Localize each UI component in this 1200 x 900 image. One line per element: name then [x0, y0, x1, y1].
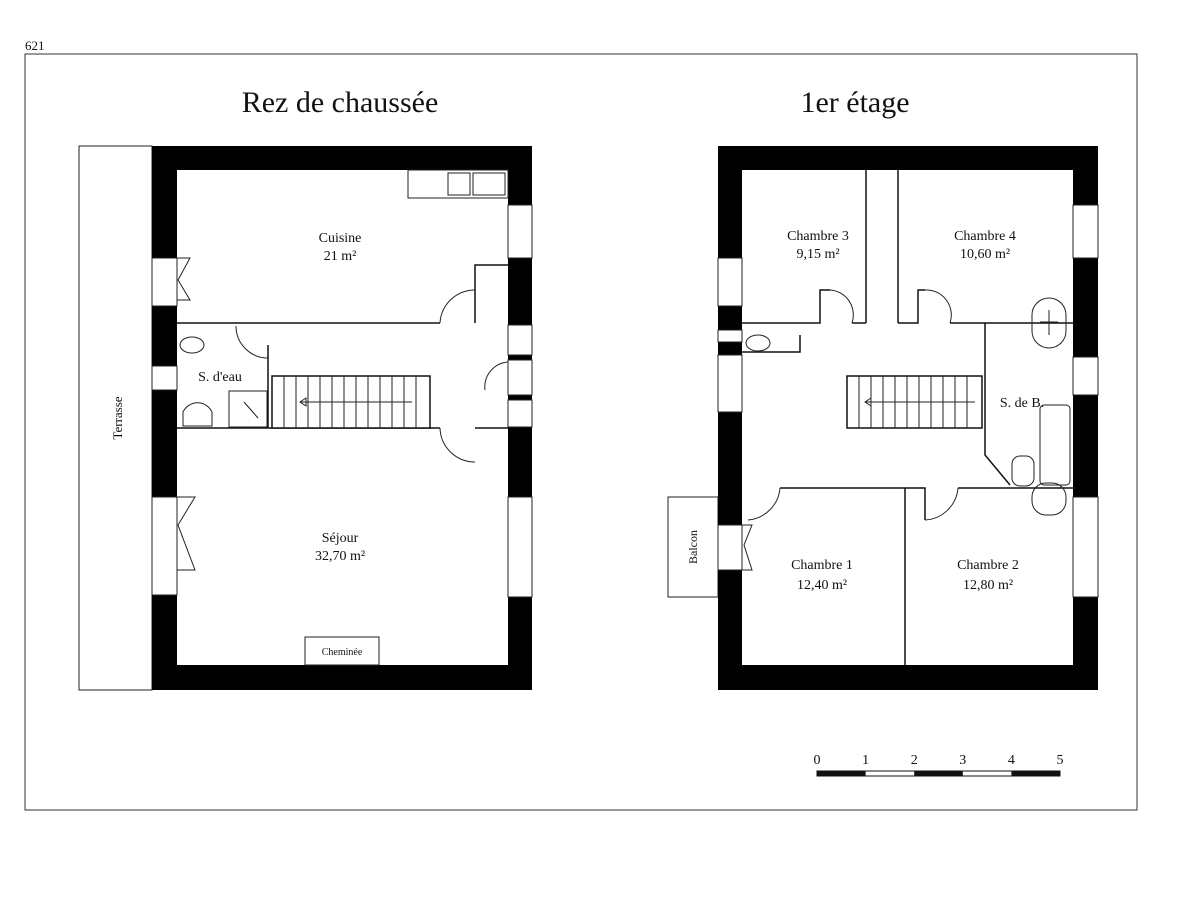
room-area-chambre-4: 10,60 m²: [960, 247, 1010, 262]
room-area-chambre-1: 12,40 m²: [797, 578, 847, 593]
scale-tick-0: 0: [814, 753, 821, 768]
room-area-sejour: 32,70 m²: [315, 549, 365, 564]
window: [717, 257, 743, 307]
entrance-door: [507, 359, 533, 396]
washbasin-icon: [182, 402, 213, 427]
window: [507, 324, 533, 356]
balcony-label: Balcon: [686, 530, 700, 564]
ground-floor-plan: Rez de chaussée Terrasse Cheminée Cuisin…: [78, 86, 533, 691]
room-area-chambre-2: 12,80 m²: [963, 578, 1013, 593]
window: [1072, 496, 1099, 598]
room-name-chambre-1: Chambre 1: [791, 558, 853, 573]
terrace-door-kitchen: [151, 257, 178, 307]
sheet-frame: [24, 53, 1138, 811]
room-name-sejour: Séjour: [322, 531, 359, 546]
scale-tick-2: 2: [911, 753, 918, 768]
scale-tick-3: 3: [959, 753, 966, 768]
staircase: [846, 375, 983, 429]
terrace-label: Terrasse: [110, 396, 125, 439]
scale-tick-5: 5: [1057, 753, 1064, 768]
ground-floor-title: Rez de chaussée: [242, 86, 439, 119]
washbasin-icon: [1031, 482, 1067, 516]
toilet-icon: [745, 334, 771, 352]
room-name-cuisine: Cuisine: [319, 231, 362, 246]
terrace-door-living: [151, 496, 178, 596]
toilet-icon: [179, 336, 205, 354]
room-name-salle-d-eau: S. d'eau: [198, 370, 242, 385]
shower-icon: [228, 390, 268, 428]
scale-bar: 0 1 2 3 4 5: [814, 753, 1064, 777]
balcony-door: [717, 524, 743, 571]
room-name-salle-de-bain: S. de B.: [1000, 396, 1044, 411]
scale-tick-1: 1: [862, 753, 869, 768]
sheet-number: 621: [25, 38, 45, 53]
window: [151, 365, 178, 391]
window: [717, 354, 743, 413]
window: [1072, 204, 1099, 259]
terrace: [78, 145, 153, 691]
fireplace-label: Cheminée: [322, 647, 363, 658]
room-name-chambre-2: Chambre 2: [957, 558, 1019, 573]
first-floor-title: 1er étage: [800, 86, 909, 119]
staircase: [271, 375, 431, 429]
balcony: [667, 496, 719, 598]
washbasin-icon: [1031, 297, 1067, 349]
window: [507, 399, 533, 428]
scale-tick-4: 4: [1008, 753, 1015, 768]
first-floor-plan: 1er étage Balcon Chambre 3 9,15 m² Chamb…: [667, 86, 1099, 690]
window: [507, 204, 533, 259]
fireplace: [304, 636, 380, 666]
toilet-icon: [1011, 455, 1035, 487]
room-area-chambre-3: 9,15 m²: [796, 247, 839, 262]
room-name-chambre-3: Chambre 3: [787, 229, 849, 244]
window: [717, 329, 743, 343]
stove-icon: [447, 172, 471, 196]
room-name-chambre-4: Chambre 4: [954, 229, 1016, 244]
bathtub-icon: [1039, 404, 1071, 486]
window: [1072, 356, 1099, 396]
window: [507, 496, 533, 598]
sink-icon: [472, 172, 506, 196]
room-area-cuisine: 21 m²: [324, 249, 357, 264]
kitchen-counter: [407, 169, 509, 199]
